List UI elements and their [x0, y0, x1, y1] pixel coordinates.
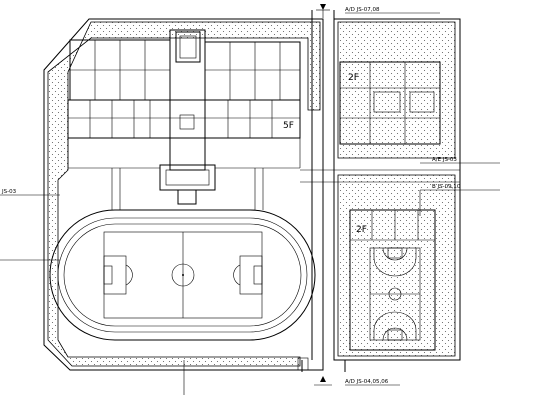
main-building: 5F	[67, 29, 301, 210]
callout-right-upper: A/E JS-03	[432, 157, 457, 163]
annex-building: 2F	[339, 61, 441, 145]
south-entrance	[183, 357, 346, 395]
callout-top: A/D JS-07,08	[345, 7, 380, 13]
gymnasium: 2F	[349, 209, 436, 351]
gym-floors: 2F	[356, 225, 367, 235]
sports-field	[49, 209, 316, 341]
annex-floors: 2F	[348, 73, 359, 83]
north-entrance-arrow	[316, 4, 330, 11]
central-road	[300, 10, 460, 360]
site-boundary	[43, 18, 461, 371]
main-building-floors: 5F	[283, 121, 294, 131]
callout-left: JS-03	[1, 189, 17, 195]
callout-bottom: A/D JS-04,05,06	[345, 379, 389, 385]
callout-leaders	[0, 12, 500, 386]
callout-right-middle: B JS-09,10	[432, 184, 461, 190]
south-entrance-arrow	[314, 376, 332, 386]
